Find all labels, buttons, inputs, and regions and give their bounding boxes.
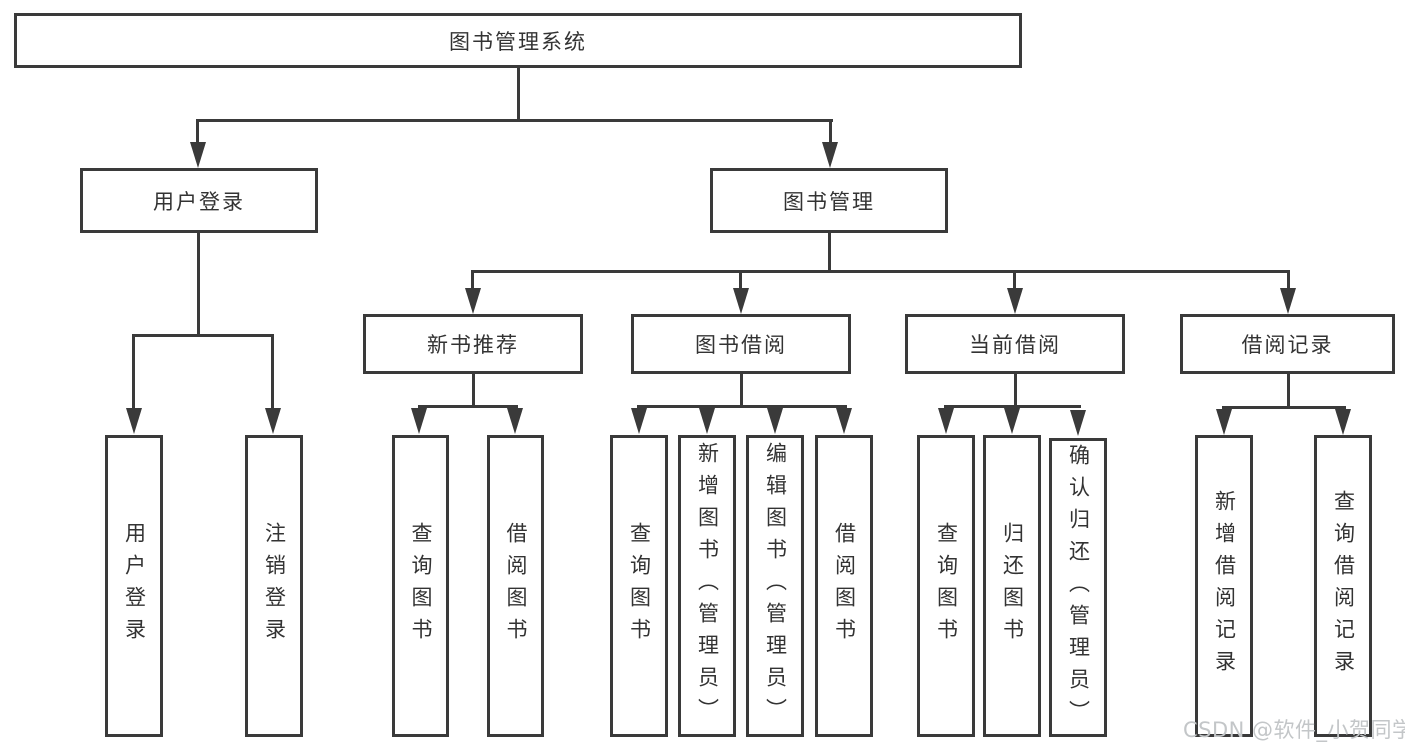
connector xyxy=(1287,374,1290,409)
connector xyxy=(829,119,832,146)
arrowhead-down-icon xyxy=(126,408,142,434)
connector xyxy=(197,233,200,336)
node-label: 用户登录 xyxy=(153,189,245,214)
node-label: 图书借阅 xyxy=(695,333,787,357)
connector xyxy=(1287,270,1290,290)
node-label: 查询图书 xyxy=(409,522,433,650)
leaf-return-book: 归还图书 xyxy=(983,435,1041,737)
leaf-edit-book-admin: 编辑图书（管理员） xyxy=(746,435,804,737)
connector xyxy=(637,405,847,408)
node-library-management-system: 图书管理系统 xyxy=(14,13,1022,68)
watermark: CSDN @软件_小贺同学 xyxy=(1183,718,1405,742)
leaf-query-borrow-record: 查询借阅记录 xyxy=(1314,435,1372,737)
connector xyxy=(471,270,1290,273)
arrowhead-down-icon xyxy=(699,408,715,434)
node-label: 归还图书 xyxy=(1000,522,1025,650)
connector xyxy=(132,334,274,337)
connector xyxy=(739,270,742,290)
node-label: 查询图书 xyxy=(934,522,959,650)
node-label: 用户登录 xyxy=(122,522,147,650)
node-label: 确认归还（管理员） xyxy=(1066,443,1091,732)
connector xyxy=(196,119,199,146)
connector xyxy=(196,119,833,122)
connector xyxy=(472,374,475,408)
leaf-borrow-books-2: 借阅图书 xyxy=(815,435,873,737)
leaf-logout: 注销登录 xyxy=(245,435,303,737)
node-label: 查询借阅记录 xyxy=(1331,490,1356,682)
leaf-confirm-return-admin: 确认归还（管理员） xyxy=(1049,438,1107,737)
node-label: 借阅图书 xyxy=(504,522,528,650)
arrowhead-down-icon xyxy=(411,408,427,434)
connector xyxy=(418,405,518,408)
connector xyxy=(471,270,474,290)
arrowhead-down-icon xyxy=(1007,288,1023,314)
leaf-add-book-admin: 新增图书（管理员） xyxy=(678,435,736,737)
node-label: 图书管理 xyxy=(783,189,875,214)
connector xyxy=(1013,270,1016,290)
arrowhead-down-icon xyxy=(465,288,481,314)
connector xyxy=(740,374,743,408)
node-label: 当前借阅 xyxy=(969,333,1061,357)
connector xyxy=(828,233,831,272)
arrowhead-down-icon xyxy=(1070,410,1086,436)
arrowhead-down-icon xyxy=(265,408,281,434)
node-new-book-recommend: 新书推荐 xyxy=(363,314,583,374)
node-current-borrowing: 当前借阅 xyxy=(905,314,1125,374)
node-label: 新书推荐 xyxy=(427,333,519,357)
arrowhead-down-icon xyxy=(1216,409,1232,435)
leaf-borrow-books-1: 借阅图书 xyxy=(487,435,544,737)
arrowhead-down-icon xyxy=(1004,408,1020,434)
node-label: 借阅图书 xyxy=(832,522,857,650)
arrowhead-down-icon xyxy=(822,142,838,168)
leaf-query-books-2: 查询图书 xyxy=(610,435,668,737)
connector xyxy=(944,405,1081,408)
leaf-query-books-1: 查询图书 xyxy=(392,435,449,737)
node-label: 编辑图书（管理员） xyxy=(763,442,788,730)
arrowhead-down-icon xyxy=(938,408,954,434)
node-book-management: 图书管理 xyxy=(710,168,948,233)
connector xyxy=(1222,406,1346,409)
node-book-borrowing: 图书借阅 xyxy=(631,314,851,374)
node-label: 新增图书（管理员） xyxy=(695,442,720,730)
node-label: 新增借阅记录 xyxy=(1212,490,1237,682)
arrowhead-down-icon xyxy=(836,408,852,434)
arrowhead-down-icon xyxy=(1280,288,1296,314)
leaf-query-books-3: 查询图书 xyxy=(917,435,975,737)
node-user-login: 用户登录 xyxy=(80,168,318,233)
node-label: 借阅记录 xyxy=(1241,333,1334,357)
connector xyxy=(1014,374,1017,408)
leaf-user-login: 用户登录 xyxy=(105,435,163,737)
arrowhead-down-icon xyxy=(190,142,206,168)
node-borrow-records: 借阅记录 xyxy=(1180,314,1395,374)
leaf-add-borrow-record: 新增借阅记录 xyxy=(1195,435,1253,737)
arrowhead-down-icon xyxy=(631,408,647,434)
node-label: 图书管理系统 xyxy=(449,29,587,54)
arrowhead-down-icon xyxy=(733,288,749,314)
connector xyxy=(132,334,135,410)
arrowhead-down-icon xyxy=(507,408,523,434)
node-label: 查询图书 xyxy=(627,522,652,650)
connector xyxy=(517,68,520,119)
connector xyxy=(271,334,274,410)
arrowhead-down-icon xyxy=(1335,409,1351,435)
node-label: 注销登录 xyxy=(262,522,287,650)
arrowhead-down-icon xyxy=(767,408,783,434)
